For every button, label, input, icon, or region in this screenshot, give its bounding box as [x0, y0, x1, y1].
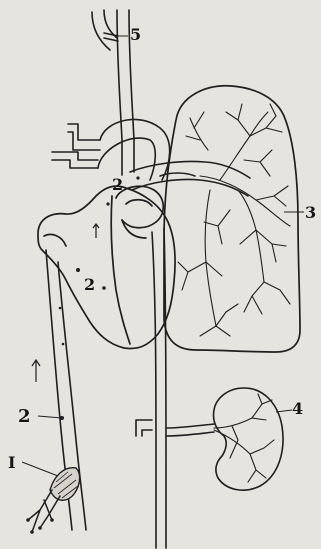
label-2-heart-lower: 2: [84, 275, 95, 294]
label-2-heart-upper: 2: [112, 175, 123, 194]
label-5: 5: [130, 25, 141, 44]
label-2-vessel: 2: [18, 406, 31, 427]
vessel-marker: [60, 416, 64, 420]
label-3: 3: [305, 203, 316, 222]
label-4: 4: [292, 399, 303, 418]
label-1: I: [8, 453, 15, 472]
